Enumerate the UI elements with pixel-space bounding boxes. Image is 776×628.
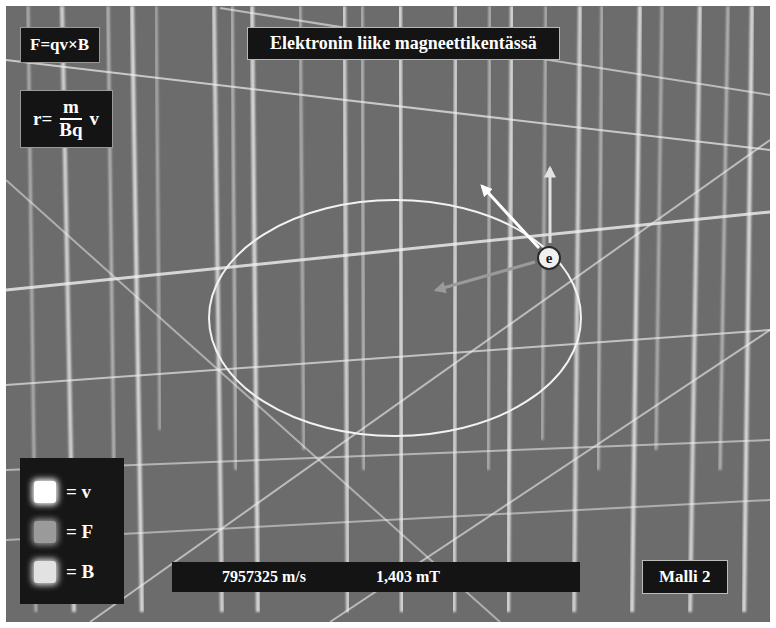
- field-line: [214, 6, 222, 612]
- formula-box: F=qv×B: [20, 27, 100, 63]
- formula-box: r=mBqv: [20, 90, 113, 148]
- formula-left: r=: [33, 108, 52, 130]
- node-text: m: [60, 97, 82, 120]
- node-text: 7957325 m/s: [222, 568, 306, 586]
- node-text: Bq: [56, 120, 85, 141]
- field-line: [156, 6, 160, 430]
- field-line: [132, 6, 142, 612]
- legend-row: = F: [34, 512, 114, 552]
- legend-swatch: [34, 561, 56, 583]
- title-bar: Elektronin liike magneettikentässä: [247, 27, 560, 60]
- field-line: [362, 6, 364, 470]
- force-vector: [436, 262, 535, 290]
- legend-swatch: [34, 521, 56, 543]
- scene-ground: [6, 6, 770, 622]
- orbit-ellipse: [209, 200, 581, 436]
- field-line: [508, 6, 512, 612]
- legend-text: = B: [66, 561, 94, 583]
- legend-row: = v: [34, 472, 114, 512]
- node-text: Malli 2: [659, 567, 710, 587]
- field-line: [300, 6, 304, 450]
- field-line: [720, 6, 728, 470]
- node-text: F=qv×B: [30, 35, 89, 55]
- legend-swatch: [34, 481, 56, 503]
- field-line: [252, 6, 258, 612]
- field-grid: [6, 6, 770, 622]
- formula-right: v: [90, 108, 100, 130]
- field-line: [632, 6, 640, 612]
- legend-text: = F: [66, 521, 93, 543]
- field-vector: [549, 168, 552, 243]
- field-line: [574, 6, 580, 612]
- node-text: v: [90, 108, 100, 130]
- grid-line: [6, 330, 770, 385]
- readout-bar: 7957325 m/s 1,403 mT: [172, 562, 580, 592]
- field-line: [690, 6, 700, 612]
- field-line: [488, 6, 490, 470]
- grid-line: [6, 60, 770, 150]
- legend-row: = B: [34, 552, 114, 592]
- node-text: r=: [33, 108, 52, 130]
- model-box: Malli 2: [642, 560, 728, 594]
- title-text: Elektronin liike magneettikentässä: [270, 33, 537, 54]
- legend-panel: = v = F = B: [20, 458, 124, 604]
- velocity-vector: [482, 186, 539, 248]
- grid-line: [6, 180, 500, 622]
- field-line: [108, 6, 114, 470]
- grid-line: [6, 212, 770, 290]
- node-text: 1,403 mT: [376, 568, 440, 586]
- node-text: e: [546, 251, 553, 266]
- grid-line: [90, 140, 770, 622]
- grid-line: [220, 8, 770, 95]
- field-line: [454, 6, 456, 612]
- electron-symbol: e: [537, 246, 561, 270]
- field-line: [542, 6, 546, 440]
- field-line: [400, 6, 402, 612]
- field-line: [431, 6, 434, 450]
- field-line: [744, 6, 752, 612]
- fraction: mBq: [56, 97, 85, 141]
- legend-text: = v: [66, 481, 91, 503]
- field-line: [232, 6, 236, 470]
- field-line: [656, 6, 662, 450]
- field-line: [598, 6, 602, 470]
- field-line: [344, 6, 348, 612]
